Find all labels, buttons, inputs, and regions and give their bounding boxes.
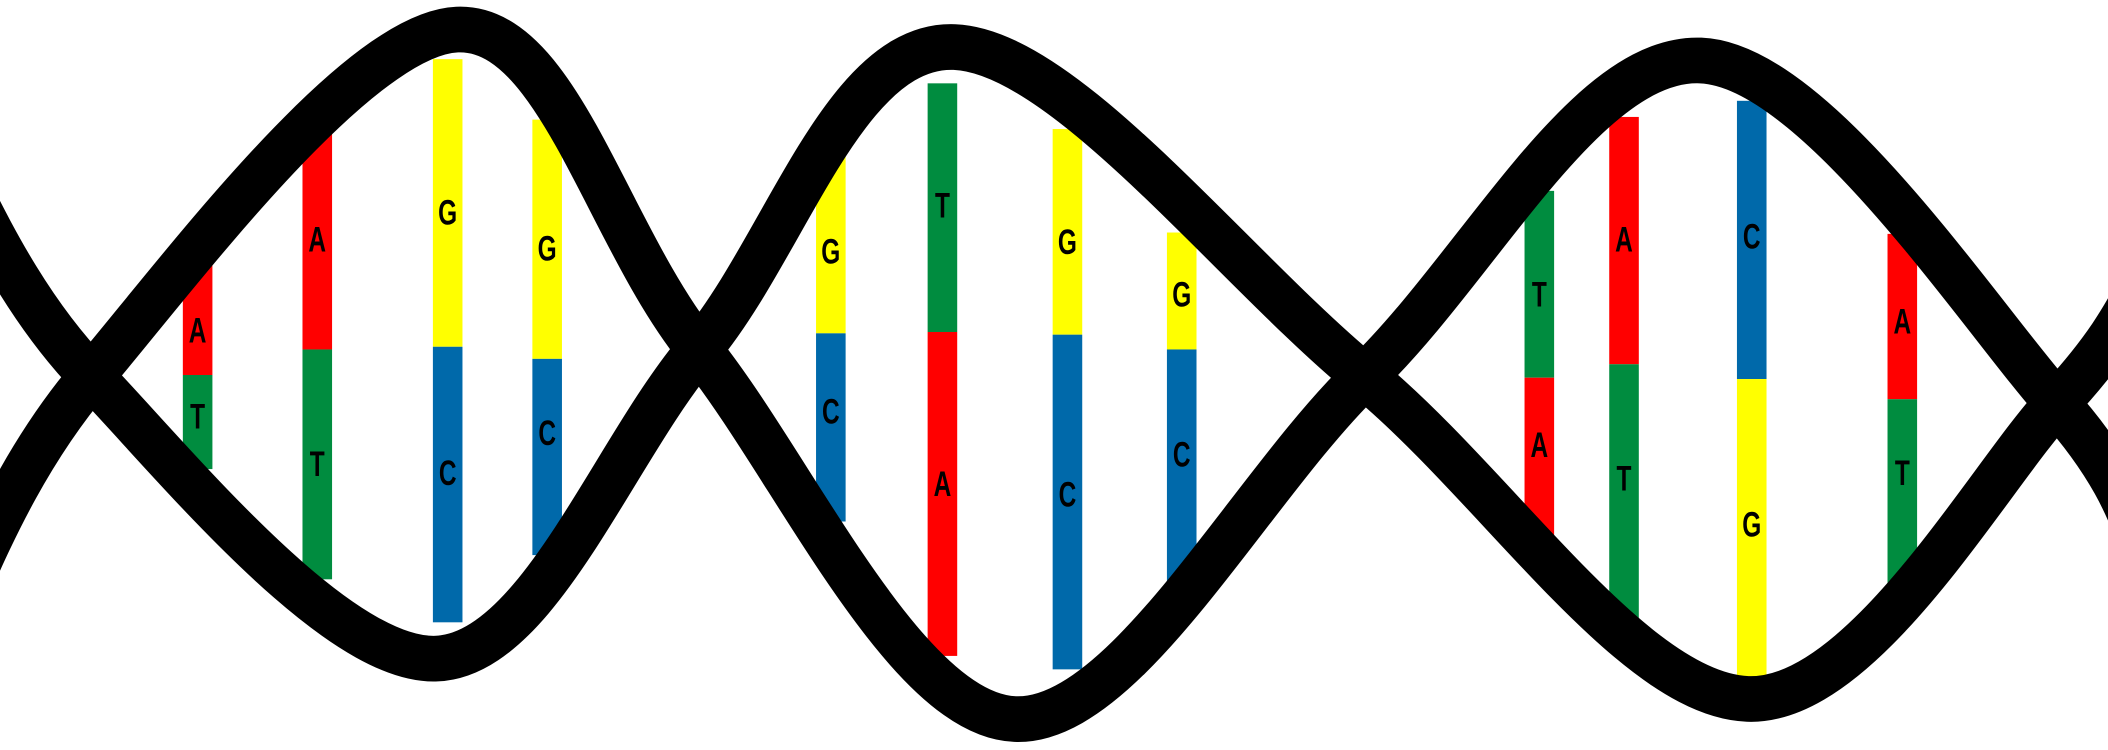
- base-bottom-letter: C: [1059, 477, 1077, 515]
- base-pair: [1524, 190, 1555, 556]
- base-top-letter: G: [538, 231, 557, 269]
- base-bottom-letter: A: [1530, 427, 1548, 465]
- base-bottom-bar: [532, 358, 562, 556]
- base-pair: [1052, 129, 1083, 670]
- base-bottom-bar: [1736, 379, 1767, 690]
- base-bottom-letter: C: [822, 393, 840, 431]
- base-bottom-letter: C: [1173, 436, 1191, 474]
- base-pair: [1609, 116, 1639, 627]
- base-top-bar: [532, 119, 562, 359]
- base-top-letter: G: [438, 194, 457, 232]
- base-pair: [816, 147, 846, 522]
- base-letters: A T A T G C G C G C T A G C G C T A A T C G A T: [189, 188, 1911, 545]
- base-top-bar: [1524, 190, 1555, 378]
- base-pair: [532, 119, 562, 556]
- base-top-bar: [302, 122, 333, 350]
- base-bottom-letter: T: [190, 399, 205, 437]
- base-top-bar: [432, 59, 463, 347]
- base-bottom-letter: T: [1617, 460, 1632, 498]
- base-top-letter: G: [821, 233, 840, 271]
- backbone: [0, 6, 2108, 742]
- backbone-strand-2: [0, 6, 2108, 742]
- backbone-strand-1: [0, 24, 2108, 722]
- base-pairs: [182, 59, 1918, 690]
- base-bottom-bar: [927, 331, 958, 656]
- base-top-bar: [1052, 129, 1083, 335]
- base-top-letter: C: [1743, 219, 1761, 257]
- base-pair: [302, 122, 333, 580]
- base-bottom-letter: C: [439, 455, 457, 493]
- base-top-letter: A: [1615, 221, 1633, 259]
- base-bottom-bar: [432, 346, 463, 623]
- base-bottom-letter: A: [934, 466, 952, 504]
- base-top-bar: [1887, 233, 1918, 400]
- base-bottom-letter: T: [1895, 455, 1910, 493]
- base-top-letter: T: [1532, 276, 1547, 314]
- base-pair: [927, 83, 958, 656]
- base-top-letter: G: [1172, 276, 1191, 314]
- base-bottom-bar: [1166, 349, 1197, 589]
- base-pair: [432, 59, 463, 623]
- base-top-letter: G: [1058, 224, 1077, 262]
- base-top-bar: [927, 83, 958, 332]
- base-top-bar: [1166, 232, 1197, 350]
- base-bottom-bar: [1052, 334, 1083, 670]
- base-top-bar: [1736, 100, 1767, 380]
- base-top-bar: [1609, 116, 1639, 365]
- base-bottom-letter: C: [538, 415, 556, 453]
- base-pair: [1736, 100, 1767, 690]
- base-bottom-bar: [1609, 364, 1639, 627]
- base-top-letter: A: [1893, 303, 1911, 341]
- base-pair: [1166, 232, 1197, 589]
- base-bottom-letter: T: [310, 446, 325, 484]
- base-top-letter: T: [935, 188, 950, 226]
- base-top-letter: A: [308, 221, 326, 259]
- base-bottom-bar: [302, 349, 333, 580]
- base-top-letter: A: [189, 313, 207, 351]
- base-bottom-letter: G: [1742, 506, 1761, 544]
